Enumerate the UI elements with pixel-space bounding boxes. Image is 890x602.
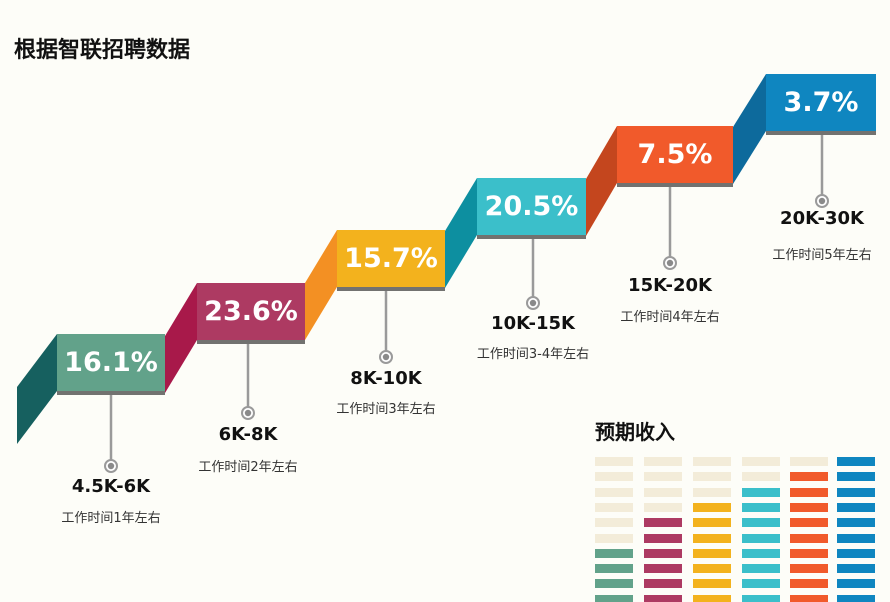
salary-range: 6K-8K bbox=[218, 424, 278, 445]
step-shadow bbox=[337, 287, 445, 291]
grid-cell-filled bbox=[790, 579, 828, 589]
grid-cell-empty bbox=[693, 487, 731, 497]
grid-cell-filled bbox=[742, 579, 780, 589]
experience-label: 工作时间5年左右 bbox=[772, 248, 872, 263]
grid-cell-filled bbox=[742, 564, 780, 574]
salary-range: 4.5K-6K bbox=[71, 476, 151, 497]
page-title: 根据智联招聘数据 bbox=[14, 38, 191, 63]
grid-cell-empty bbox=[693, 457, 731, 466]
grid-cell-empty bbox=[644, 457, 682, 466]
experience-label: 工作时间3-4年左右 bbox=[476, 347, 590, 362]
grid-cell-filled bbox=[693, 594, 731, 602]
experience-label: 工作时间4年左右 bbox=[620, 310, 720, 325]
grid-cell-filled bbox=[742, 594, 780, 602]
stem-marker-dot bbox=[666, 259, 674, 267]
grid-cell-empty bbox=[644, 502, 682, 512]
grid-cell-filled bbox=[837, 594, 875, 602]
grid-cell-filled bbox=[693, 579, 731, 589]
grid-cell-filled bbox=[837, 472, 875, 482]
grid-cell-filled bbox=[790, 502, 828, 512]
grid-cell-filled bbox=[790, 594, 828, 602]
grid-cell-filled bbox=[790, 518, 828, 528]
grid-cell-filled bbox=[742, 533, 780, 543]
experience-label: 工作时间3年左右 bbox=[336, 402, 436, 417]
grid-cell-filled bbox=[790, 548, 828, 558]
step-shadow bbox=[617, 183, 733, 187]
step-side-face bbox=[165, 283, 197, 393]
grid-cell-filled bbox=[595, 548, 633, 558]
step-side-face bbox=[305, 230, 337, 340]
step-shadow bbox=[197, 340, 305, 344]
grid-cell-empty bbox=[595, 457, 633, 466]
grid-cell-filled bbox=[693, 518, 731, 528]
grid-cell-empty bbox=[790, 457, 828, 466]
grid-cell-filled bbox=[790, 472, 828, 482]
grid-cell-filled bbox=[644, 533, 682, 543]
grid-cell-empty bbox=[693, 472, 731, 482]
step-percent: 15.7% bbox=[337, 230, 445, 287]
grid-cell-filled bbox=[644, 594, 682, 602]
step-percent: 23.6% bbox=[197, 283, 305, 340]
grid-cell-filled bbox=[693, 548, 731, 558]
step-shadow bbox=[477, 235, 586, 239]
grid-cell-filled bbox=[644, 579, 682, 589]
grid-cell-filled bbox=[837, 533, 875, 543]
step-percent: 3.7% bbox=[766, 74, 876, 131]
step-percent: 20.5% bbox=[477, 178, 586, 235]
step-side-face bbox=[586, 126, 617, 236]
grid-cell-filled bbox=[742, 487, 780, 497]
grid-cell-filled bbox=[742, 518, 780, 528]
grid-cell-empty bbox=[644, 472, 682, 482]
step-side-face bbox=[445, 178, 477, 288]
grid-cell-filled bbox=[644, 564, 682, 574]
grid-cell-filled bbox=[837, 518, 875, 528]
step-side-face bbox=[17, 334, 57, 444]
grid-cell-empty bbox=[595, 533, 633, 543]
step-side-face bbox=[733, 74, 766, 184]
grid-cell-filled bbox=[693, 564, 731, 574]
grid-cell-filled bbox=[644, 518, 682, 528]
grid-cell-empty bbox=[595, 502, 633, 512]
stem-marker-dot bbox=[244, 409, 252, 417]
grid-cell-empty bbox=[644, 487, 682, 497]
grid-cell-filled bbox=[837, 564, 875, 574]
grid-cell-empty bbox=[742, 457, 780, 466]
grid-cell-filled bbox=[790, 533, 828, 543]
grid-cell-filled bbox=[693, 533, 731, 543]
grid-cell-filled bbox=[644, 548, 682, 558]
grid-cell-empty bbox=[595, 472, 633, 482]
legend-title: 预期收入 bbox=[595, 420, 675, 444]
grid-cell-empty bbox=[595, 487, 633, 497]
step-shadow bbox=[57, 391, 165, 395]
salary-range: 15K-20K bbox=[628, 275, 712, 296]
grid-cell-filled bbox=[595, 564, 633, 574]
experience-label: 工作时间2年左右 bbox=[198, 460, 298, 475]
grid-cell-empty bbox=[595, 518, 633, 528]
grid-cell-filled bbox=[595, 594, 633, 602]
grid-cell-filled bbox=[595, 579, 633, 589]
salary-range: 20K-30K bbox=[780, 208, 864, 229]
grid-cell-empty bbox=[742, 472, 780, 482]
grid-cell-filled bbox=[837, 502, 875, 512]
grid-cell-filled bbox=[693, 502, 731, 512]
step-shadow bbox=[766, 131, 876, 135]
stem-marker-dot bbox=[107, 462, 115, 470]
grid-cell-filled bbox=[790, 487, 828, 497]
salary-range: 10K-15K bbox=[491, 313, 575, 334]
stem-marker-dot bbox=[818, 197, 826, 205]
grid-cell-filled bbox=[837, 579, 875, 589]
grid-cell-filled bbox=[790, 564, 828, 574]
experience-label: 工作时间1年左右 bbox=[61, 511, 161, 526]
grid-cell-filled bbox=[837, 487, 875, 497]
grid-cell-filled bbox=[837, 548, 875, 558]
stem-marker-dot bbox=[382, 353, 390, 361]
step-percent: 16.1% bbox=[57, 334, 165, 391]
grid-cell-filled bbox=[742, 502, 780, 512]
grid-cell-filled bbox=[837, 457, 875, 466]
salary-range: 8K-10K bbox=[350, 368, 422, 389]
stem-marker-dot bbox=[529, 299, 537, 307]
grid-cell-filled bbox=[742, 548, 780, 558]
step-percent: 7.5% bbox=[617, 126, 733, 183]
